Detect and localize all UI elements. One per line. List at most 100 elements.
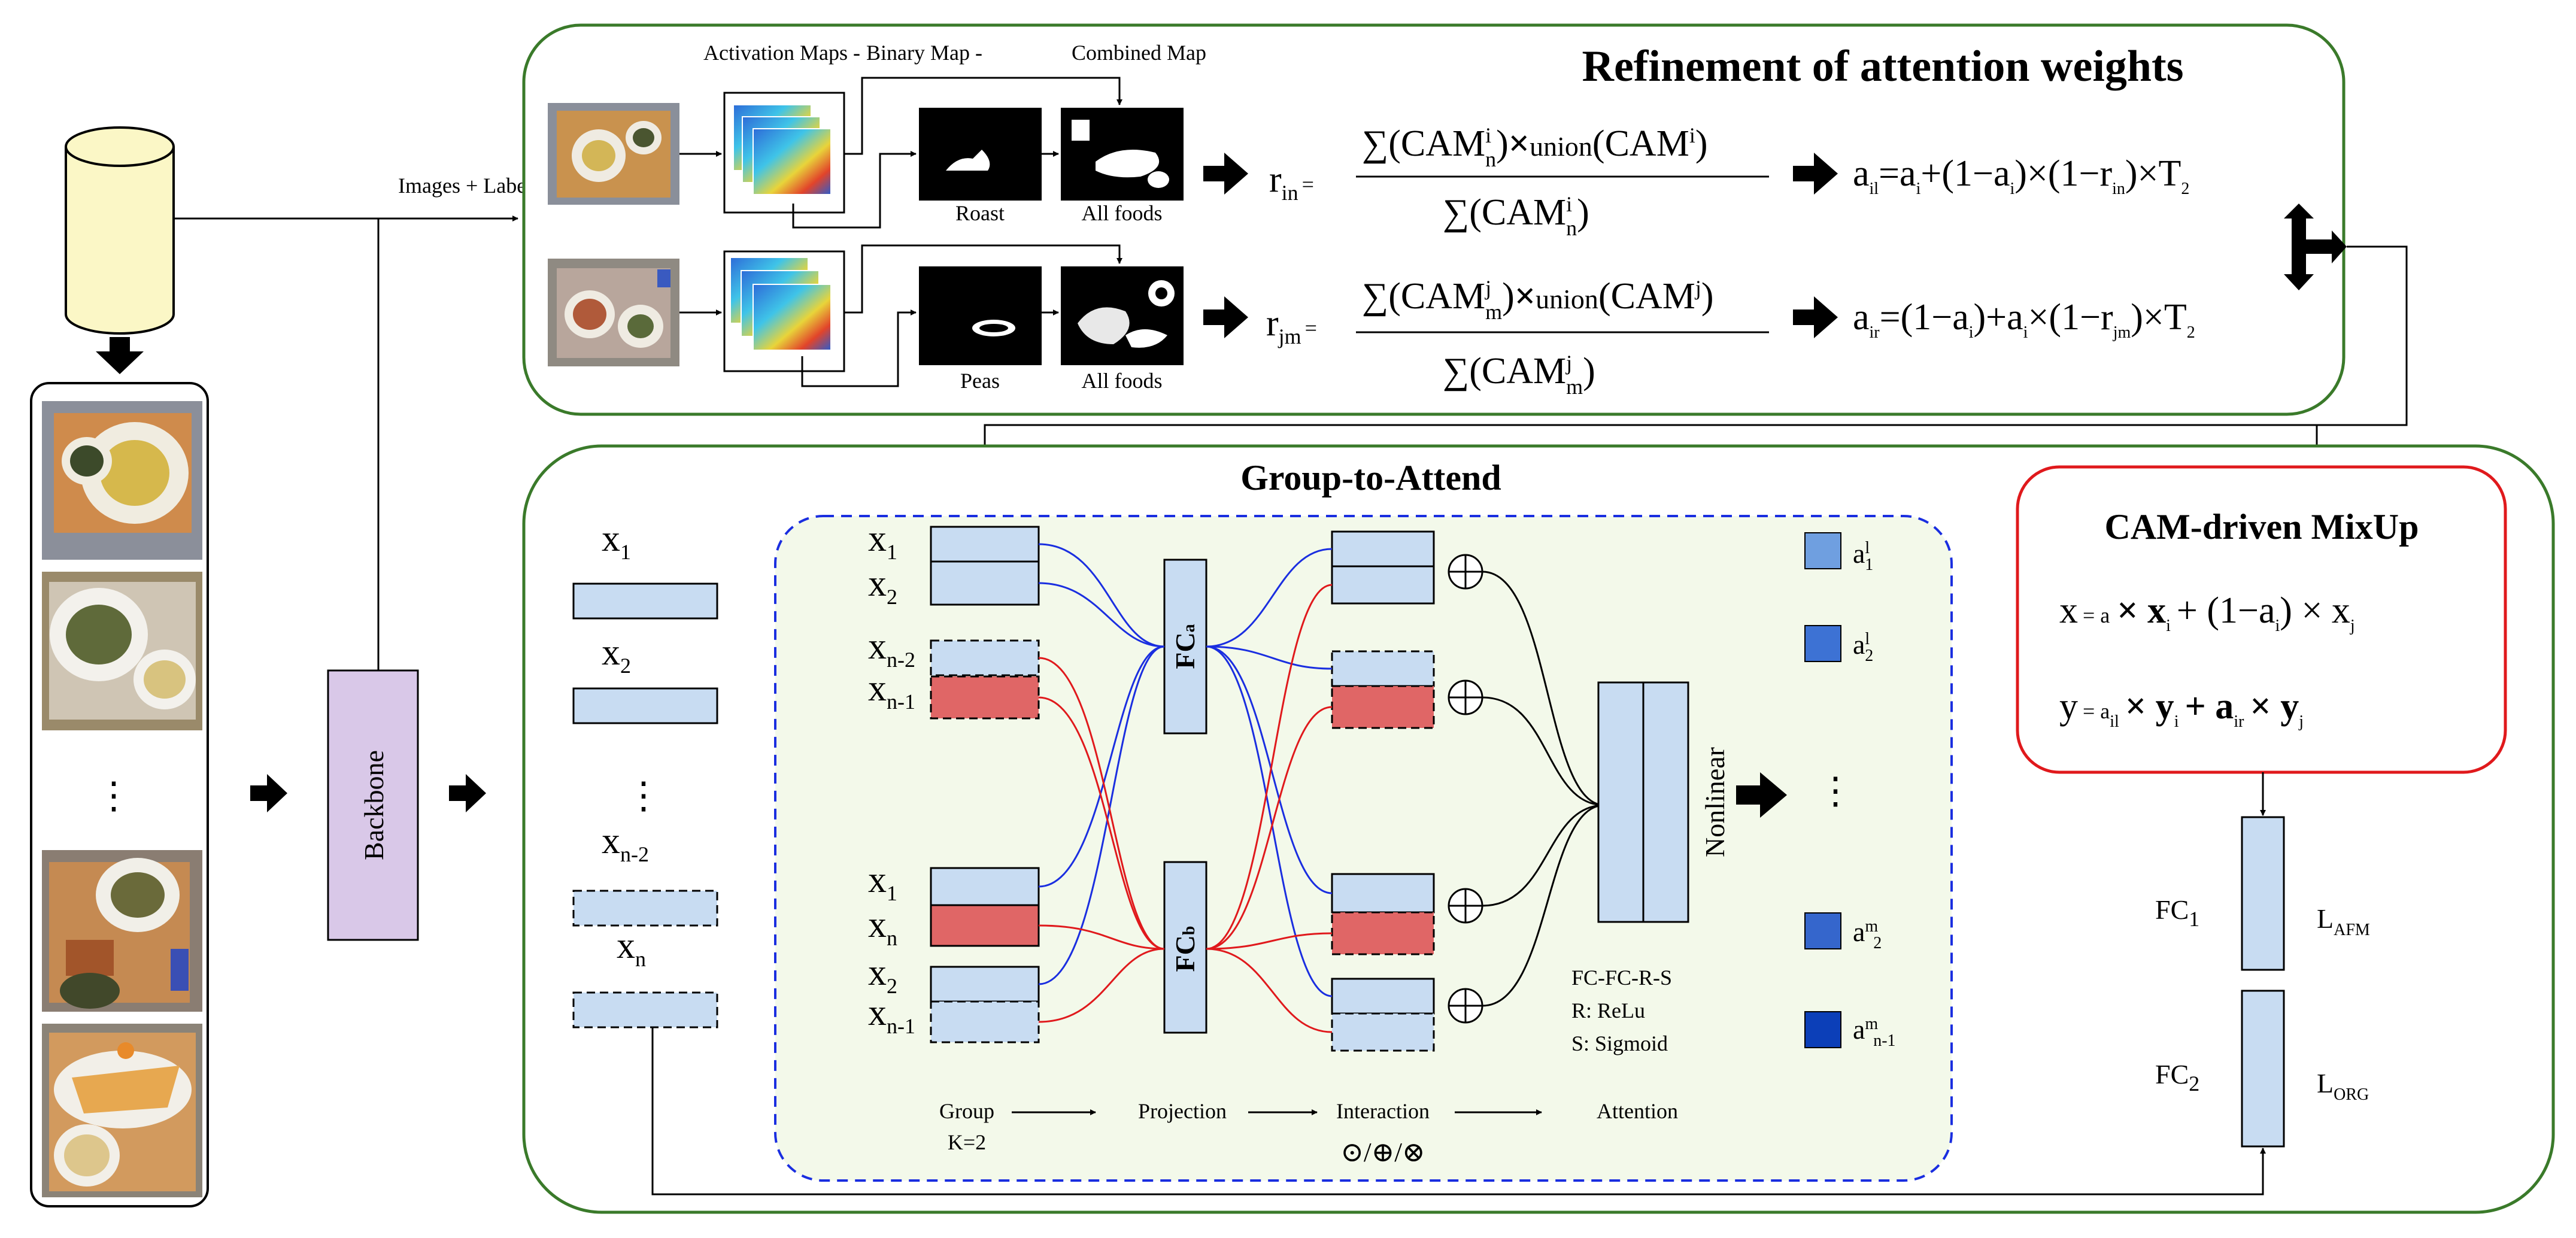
row2-combined-map <box>1061 266 1184 365</box>
stage-group-label: Group <box>939 1099 994 1123</box>
interaction-lines <box>1206 548 1333 1033</box>
row1-binary-label: Roast <box>955 201 1005 225</box>
connector-line <box>844 77 1122 155</box>
svg-text:FCa: FCa <box>1170 624 1200 669</box>
mixup-x-equation: x= a× xi+ (1−ai) × xj <box>2059 590 2355 635</box>
group-to-attend-panel: Group-to-Attend x1 x2 ⋮ xn-2 xn x1 x2 xn… <box>522 444 2555 1214</box>
mixup-y-equation: y= ail× yi+ air× yj <box>2059 686 2304 731</box>
svg-text:LORG: LORG <box>2317 1068 2369 1104</box>
connector-line <box>844 244 1122 314</box>
right-arrow-icon <box>449 774 486 812</box>
fc1-block: FC1 LAFM <box>2155 816 2370 971</box>
svg-text:LAFM: LAFM <box>2317 903 2370 939</box>
row1-combined-map <box>1061 108 1184 201</box>
connector-line <box>651 1027 2266 1195</box>
food-image-2 <box>42 572 202 730</box>
connector-line <box>792 151 917 229</box>
row2-binary-map <box>919 266 1042 365</box>
right-arrow-icon <box>1203 153 1248 195</box>
bracket-arrow-icon <box>2284 204 2347 290</box>
feature-box <box>930 639 1040 676</box>
inner-x2-label: x2 <box>868 563 897 609</box>
svg-text:rjm=: rjm= <box>1266 303 1317 348</box>
images-ellipsis: ⋮ <box>95 776 132 817</box>
food-image-3 <box>42 850 202 1012</box>
activation-maps-header: Activation Maps - <box>703 41 860 65</box>
backbone-block: Backbone <box>327 669 419 941</box>
feature-box <box>572 991 718 1028</box>
binary-map-header: Binary Map - <box>866 41 982 65</box>
a-ir-formula: air=(1−ai)+ai×(1−rjm)×T2 <box>1853 297 2195 342</box>
food-image-1 <box>42 401 202 560</box>
projection-lines <box>1038 543 1165 1023</box>
images-labels-caption: Images + Labels <box>398 174 541 198</box>
svg-text:Nonlinear: Nonlinear <box>1700 747 1730 857</box>
row2-input-image <box>548 259 679 366</box>
plus-circle-icon <box>1448 679 1483 715</box>
connector-line <box>2314 245 2408 466</box>
svg-text:FC2: FC2 <box>2155 1059 2199 1096</box>
food-images-panel: ⋮ <box>30 382 209 1207</box>
row2-binary-label: Peas <box>960 369 1000 393</box>
mixup-title: CAM-driven MixUp <box>2105 507 2419 547</box>
right-arrow-icon <box>1203 296 1248 338</box>
refinement-title: Refinement of attention weights <box>1582 42 2184 91</box>
feature-box <box>930 867 1040 906</box>
inner-x1-label: x1 <box>868 518 897 564</box>
nonlinear-block: Nonlinear <box>1597 681 1730 923</box>
feature-box <box>572 582 718 620</box>
feature-box <box>1331 530 1435 568</box>
combined-map-header: Combined Map <box>1072 41 1206 65</box>
fc2-block: FC2 LORG <box>2155 990 2369 1148</box>
row1-binary-map <box>919 108 1042 201</box>
food-image-4 <box>42 1024 202 1197</box>
inner-x1b-label: x1 <box>868 860 897 905</box>
cam-mixup-panel: CAM-driven MixUp x= a× xi+ (1−ai) × xj y… <box>2016 465 2507 774</box>
row2-activation-maps <box>723 250 845 372</box>
output-dots: ⋮ <box>1817 771 1854 812</box>
feature-box <box>930 966 1040 1003</box>
fc-desc-1: FC-FC-R-S <box>1571 966 1672 990</box>
feature-box <box>1331 911 1435 955</box>
left-xn-label: xn <box>617 926 646 971</box>
feature-box <box>1331 873 1435 914</box>
inner-xn-label: xn <box>868 905 897 950</box>
left-dots: ⋮ <box>625 776 662 817</box>
feature-box <box>930 904 1040 947</box>
plus-circle-icon <box>1448 554 1483 590</box>
backbone-label: Backbone <box>359 750 389 860</box>
fc-a-block: FCa <box>1163 559 1207 735</box>
attention-weight-box <box>1804 912 1841 949</box>
left-x2-label: x2 <box>602 632 631 678</box>
left-xn2-label: xn-2 <box>602 821 649 866</box>
feature-box <box>930 1000 1040 1043</box>
feature-box <box>1331 1012 1435 1052</box>
inner-xn2-label: xn-2 <box>868 626 915 672</box>
feature-box <box>1331 978 1435 1015</box>
feature-box <box>930 560 1040 606</box>
right-arrow-icon <box>1793 296 1838 338</box>
dataset-cylinder-icon <box>65 126 175 335</box>
feature-box <box>572 687 718 724</box>
fc-desc-3: S: Sigmoid <box>1571 1031 1668 1055</box>
svg-text:FC1: FC1 <box>2155 894 2199 931</box>
inner-x2b-label: x2 <box>868 952 897 998</box>
right-arrow-icon <box>250 774 287 812</box>
stage-interaction-label: Interaction <box>1336 1099 1430 1123</box>
stage-attention-label: Attention <box>1597 1099 1678 1123</box>
plus-circle-icon <box>1448 888 1483 924</box>
group-to-attend-title: Group-to-Attend <box>1240 458 1501 497</box>
row1-input-image <box>548 103 679 205</box>
feature-box <box>930 526 1040 563</box>
stage-k-label: K=2 <box>948 1130 986 1154</box>
fc-desc-2: R: ReLu <box>1571 999 1645 1022</box>
connector-line <box>801 310 917 387</box>
